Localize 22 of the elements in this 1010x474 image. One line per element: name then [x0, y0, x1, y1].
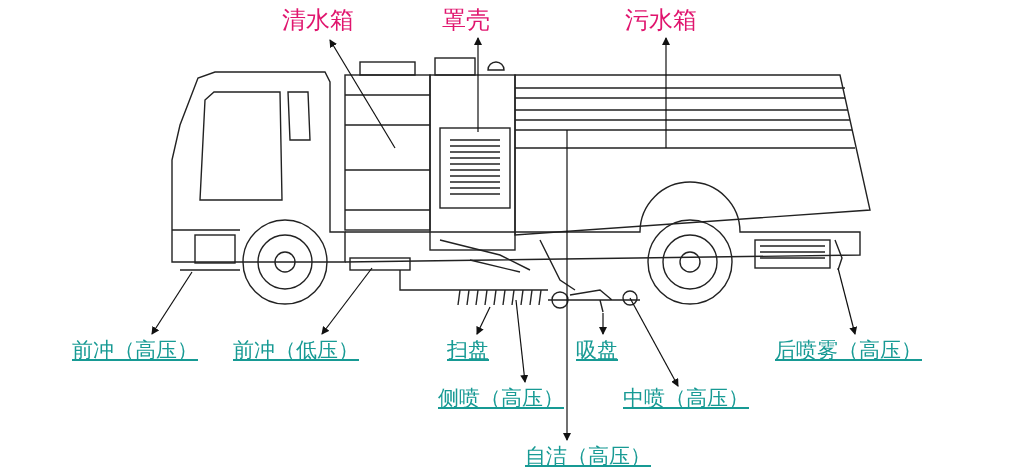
part-label: 后喷雾（高压）	[775, 340, 922, 361]
leader-line	[662, 37, 670, 149]
part-label: 中喷（高压）	[623, 388, 749, 409]
leader-line	[474, 37, 482, 133]
leader-line	[599, 312, 607, 335]
leader-line	[515, 299, 529, 383]
part-label: 吸盘	[576, 340, 618, 361]
part-label: 自洁（高压）	[525, 446, 651, 467]
leader-line	[151, 271, 193, 335]
part-label: 罩壳	[442, 8, 490, 32]
part-label: 前冲（低压）	[233, 340, 359, 361]
leader-line	[476, 306, 491, 335]
part-label: 前冲（高压）	[72, 340, 198, 361]
leader-line	[321, 267, 373, 335]
leader-line	[329, 39, 396, 149]
leader-line	[837, 267, 858, 335]
part-label: 污水箱	[625, 8, 697, 32]
leader-line	[629, 297, 679, 387]
leader-line	[563, 129, 571, 441]
part-label: 侧喷（高压）	[438, 388, 564, 409]
part-label: 扫盘	[447, 340, 489, 361]
part-label: 清水箱	[282, 8, 354, 32]
